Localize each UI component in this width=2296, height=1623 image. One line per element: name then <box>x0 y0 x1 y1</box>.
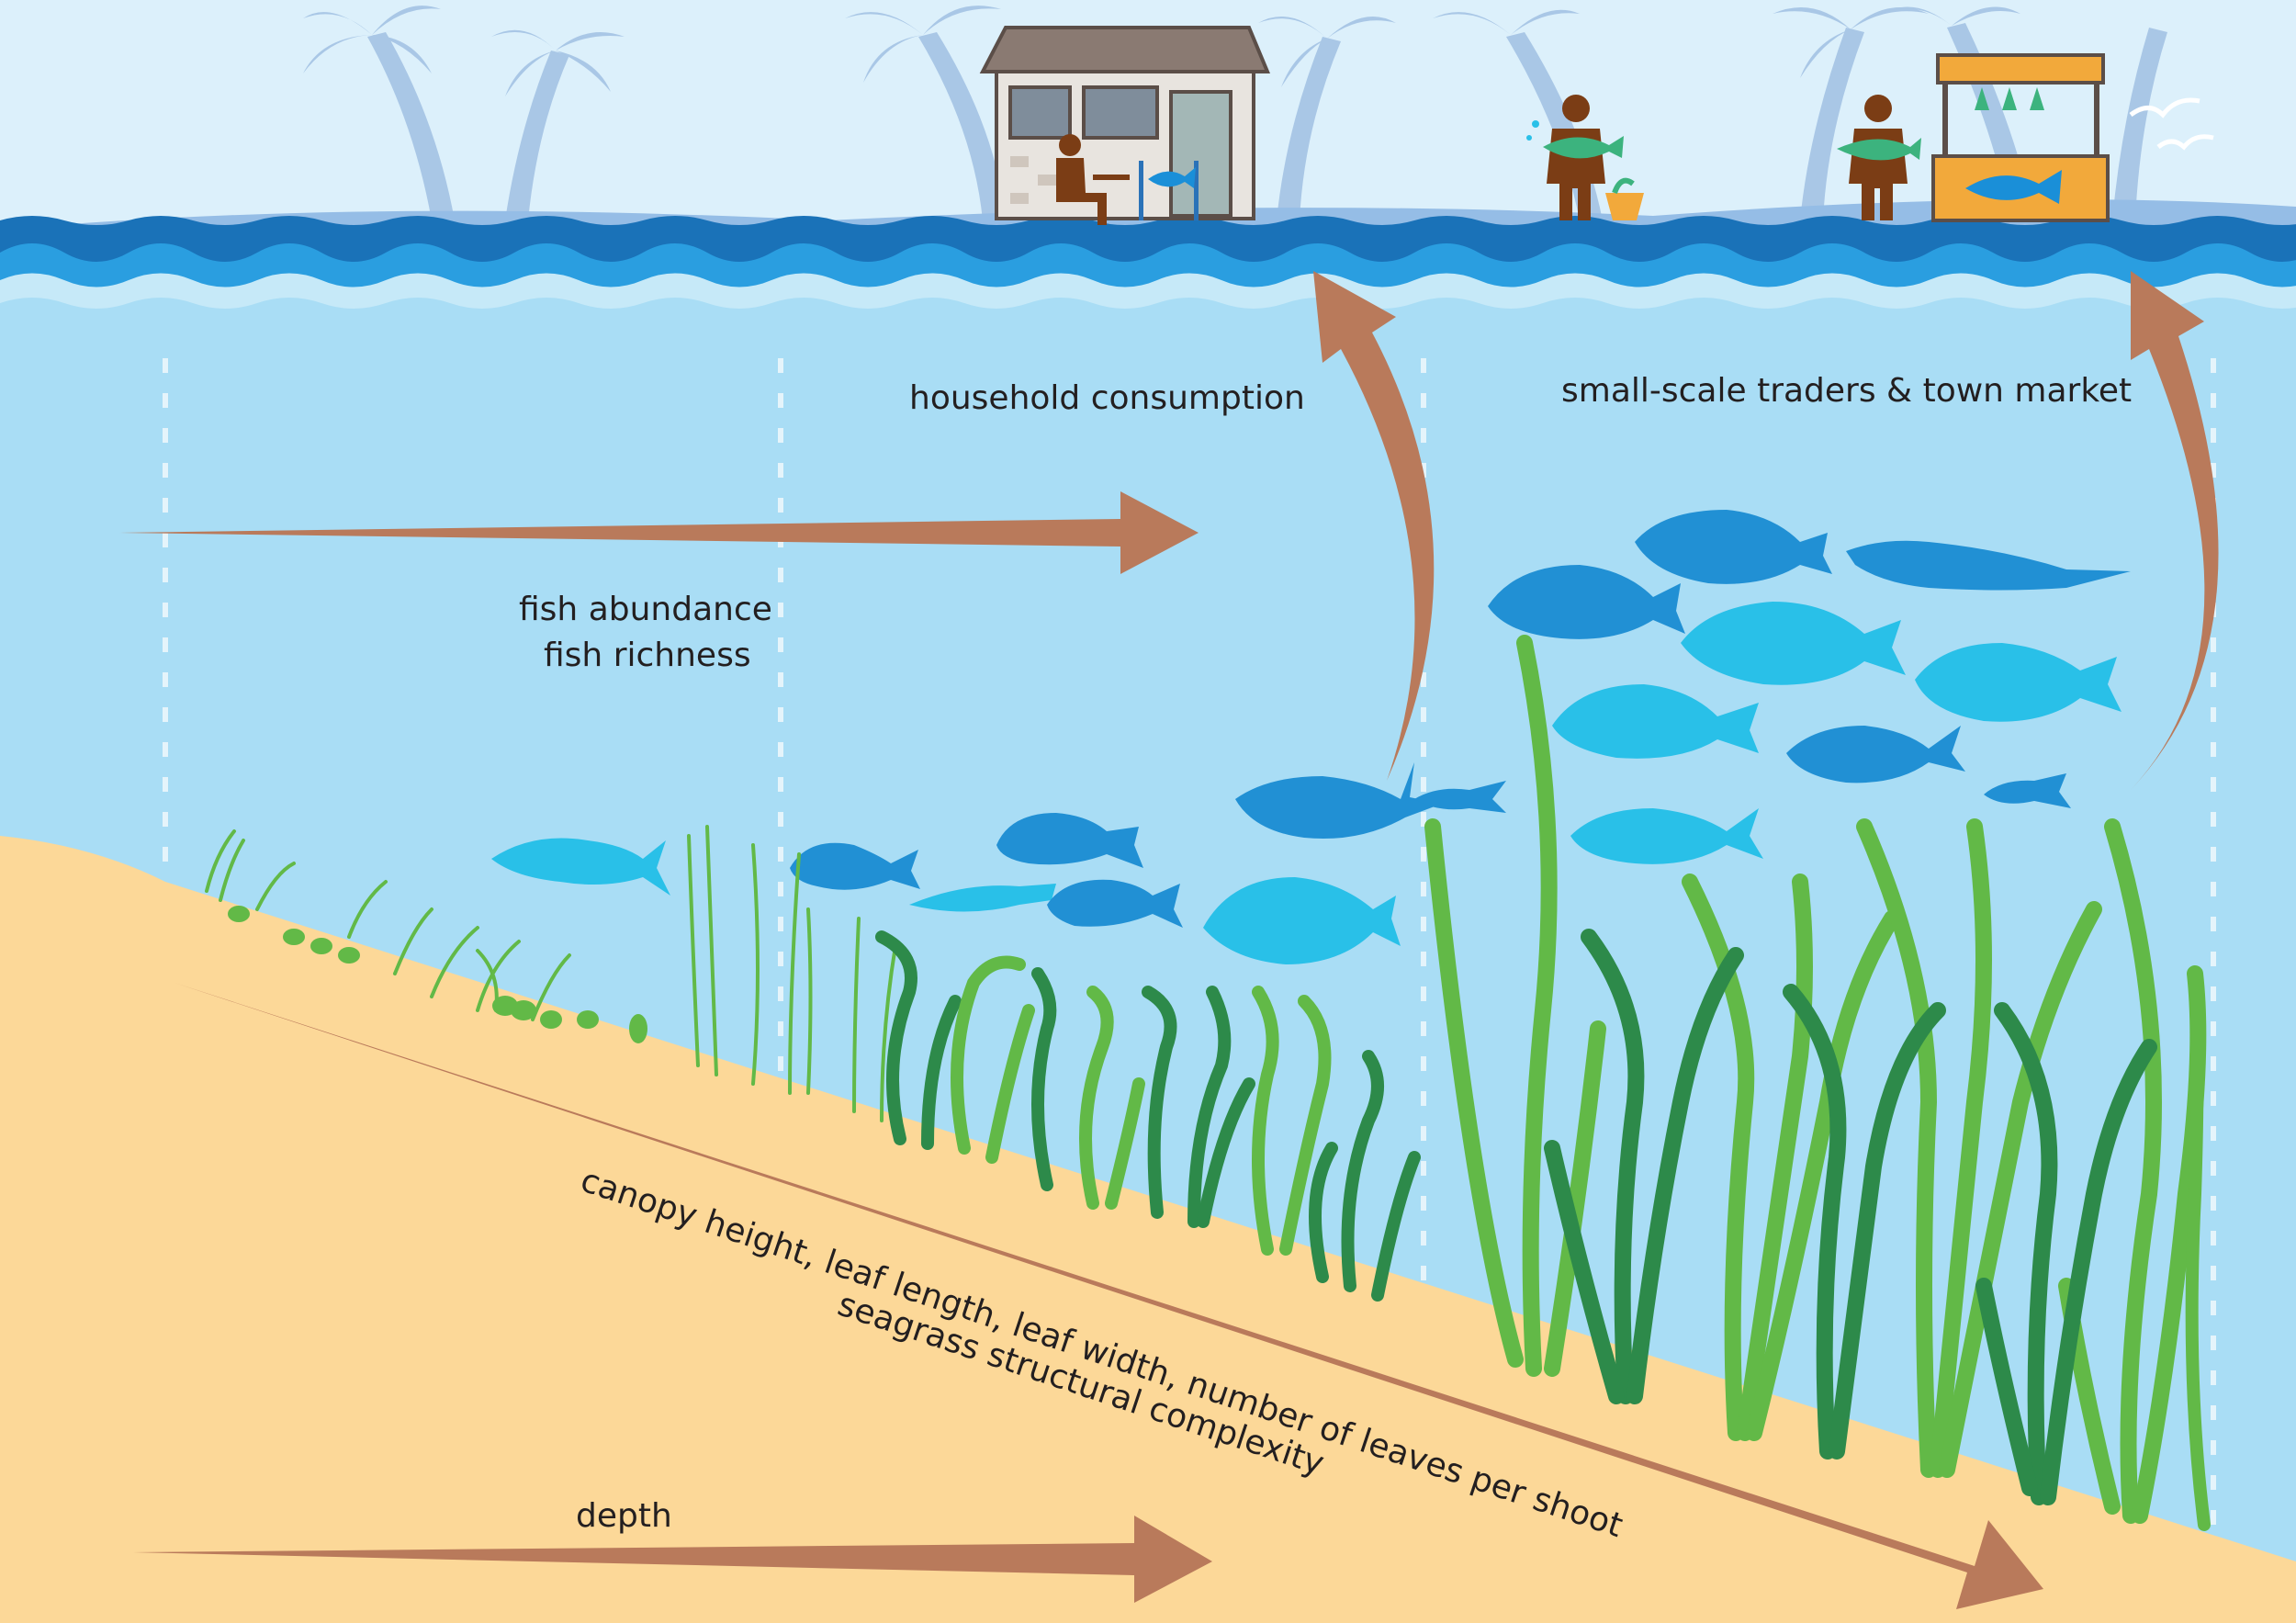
market-stall-icon <box>1931 53 2110 222</box>
palm-tree-icon <box>303 6 455 220</box>
palm-tree-icon <box>1773 6 1929 220</box>
waves <box>0 216 2296 331</box>
fish-icon <box>1915 643 2122 722</box>
fish-icon <box>1635 510 1832 584</box>
fish-icon <box>1786 726 1965 783</box>
fish-icon <box>1681 602 1906 685</box>
household-consumption-label: household consumption <box>909 379 1305 417</box>
seagrass-icon <box>228 906 647 1043</box>
traders-market-label: small-scale traders & town market <box>1561 372 2132 410</box>
seagrass-icon <box>1544 929 2157 1505</box>
seagrass-icon <box>875 930 1421 1302</box>
seagrass-icon <box>2185 967 2211 1531</box>
fish-icon <box>1488 565 1685 639</box>
fish-icon <box>1414 781 1506 813</box>
fish-icon <box>1552 684 1759 759</box>
house-icon <box>979 26 1270 220</box>
seagrass-icon <box>1424 635 2207 1524</box>
seagrass-icon <box>205 829 571 1021</box>
person-eating-icon <box>1056 134 1130 225</box>
fish-gradient-arrow <box>119 491 1199 574</box>
depth-guides <box>163 358 2216 1534</box>
palm-tree-icon <box>491 29 625 220</box>
depth-label: depth <box>576 1497 672 1535</box>
seagrass-icon <box>951 955 1332 1256</box>
seagull-icon <box>2129 97 2214 151</box>
fish-richness-label: fish richness <box>544 637 751 674</box>
fish-icon <box>1846 540 2131 591</box>
fish-icon <box>1570 808 1763 864</box>
fish-icon <box>1203 877 1401 964</box>
fish-icon <box>1984 773 2071 808</box>
fish-icon <box>996 813 1143 868</box>
fish-icon <box>790 842 920 890</box>
arrows <box>119 271 2219 1609</box>
fish-icon <box>909 884 1056 912</box>
seagrass-meadow <box>205 635 2211 1531</box>
palm-tree-icon <box>845 6 1006 220</box>
fish-school <box>491 510 2131 964</box>
seagrass-icon <box>687 825 897 1122</box>
depth-arrow <box>133 1516 1212 1603</box>
fisher-holding-fish-icon <box>1837 95 1921 220</box>
seabed <box>0 836 2296 1623</box>
fish-icon <box>491 838 670 896</box>
palm-tree-icon <box>1258 16 1396 220</box>
fish-abundance-label: fish abundance <box>519 591 772 628</box>
fish-basket-icon <box>1605 177 1644 220</box>
market-arrow <box>2131 271 2219 790</box>
fish-icon <box>1047 879 1183 928</box>
palm-tree-icon <box>2112 28 2167 220</box>
fish-icon <box>1235 762 1442 840</box>
fish-icon <box>1139 161 1199 220</box>
household-arrow <box>1313 271 1435 781</box>
fisher-holding-fish-icon <box>1526 95 1624 220</box>
